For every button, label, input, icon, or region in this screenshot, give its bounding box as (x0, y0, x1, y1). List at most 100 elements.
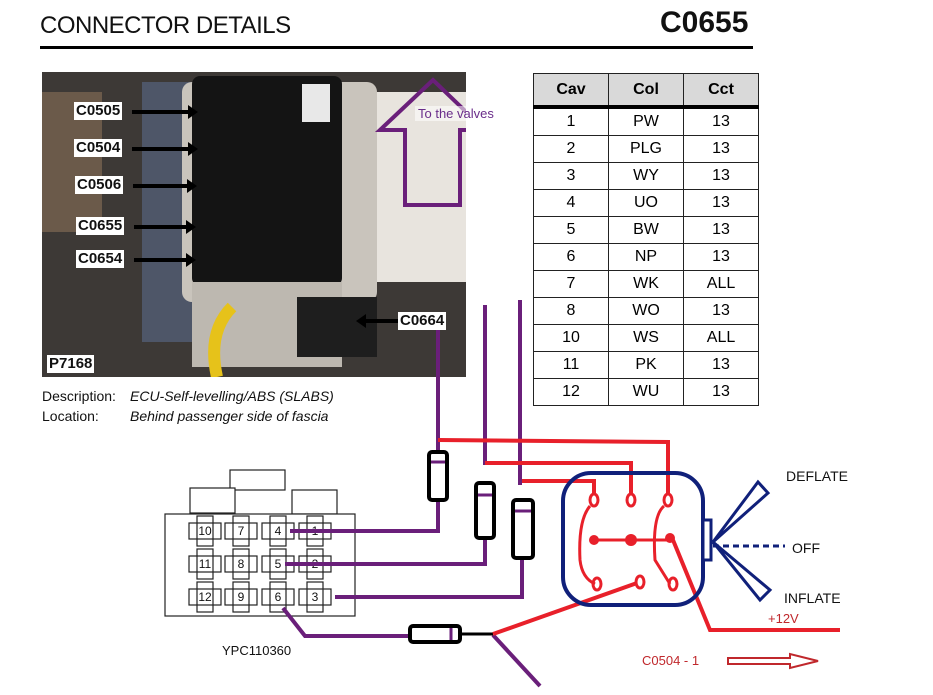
cavity: 8 (224, 548, 258, 580)
cell-cct: 13 (683, 243, 759, 271)
cavity: 10 (188, 515, 222, 547)
cell-cct: 13 (683, 162, 759, 190)
cell-cct: 13 (683, 378, 759, 406)
red-wires (437, 438, 840, 636)
cell-cct: 13 (683, 135, 759, 163)
to-valves-arrow-icon (374, 77, 466, 207)
cell-cct: 13 (683, 189, 759, 217)
supply-label: +12V (768, 611, 799, 626)
cell-cav: 5 (533, 216, 609, 244)
callout-c0506: C0506 (75, 176, 124, 194)
cavity-cross (269, 515, 287, 547)
connector-latch (229, 469, 286, 491)
ecu-photo: C0505 C0504 C0506 C0655 C0654 C0664 P716… (42, 72, 466, 377)
cavity-number: 7 (238, 524, 245, 538)
header-cav: Cav (533, 73, 609, 109)
connector-part-number: YPC110360 (222, 643, 292, 658)
header-col: Col (608, 73, 684, 109)
switch-lever-icon (711, 479, 785, 603)
header-divider (40, 46, 753, 49)
cell-cct: 13 (683, 106, 759, 136)
cavity-cross (232, 548, 250, 580)
cavity: 9 (224, 581, 258, 613)
switch-links (578, 504, 672, 586)
callout-c0504: C0504 (74, 139, 123, 157)
ecu-label (302, 84, 330, 122)
cavity-number: 3 (312, 590, 319, 604)
pin-table-header: Cav Col Cct (533, 73, 759, 109)
cavity: 12 (188, 581, 222, 613)
wire-12v (671, 539, 840, 632)
purple-wires (281, 300, 542, 688)
wire-cav6 (281, 606, 410, 638)
arrow-left-icon (356, 314, 400, 328)
arrow-right-icon (133, 179, 197, 193)
contact (634, 574, 646, 590)
cell-cav: 4 (533, 189, 609, 217)
ecu-housing (192, 76, 342, 286)
connector-tab-right (291, 489, 338, 515)
cell-cav: 6 (533, 243, 609, 271)
cell-cct: 13 (683, 351, 759, 379)
location-label: Location: (42, 408, 99, 424)
cavity-number: 12 (198, 590, 212, 604)
switch-contacts (588, 492, 679, 592)
wire-inflate (522, 479, 596, 498)
cell-col: PK (608, 351, 684, 379)
cell-cav: 10 (533, 324, 609, 352)
cell-col: WU (608, 378, 684, 406)
yellow-conduit (208, 302, 237, 377)
connector-code: C0655 (660, 6, 749, 39)
wire-cav4 (290, 500, 440, 533)
feed-label: C0504 - 1 (642, 653, 700, 668)
callout-c0664: C0664 (398, 312, 447, 330)
switch-position-off: OFF (792, 540, 820, 556)
cell-cav: 7 (533, 270, 609, 298)
cell-col: UO (608, 189, 684, 217)
link (578, 505, 596, 586)
resistor-3 (511, 498, 535, 560)
cavity-number: 11 (199, 557, 212, 571)
cavity-cross (306, 581, 324, 613)
cell-col: PW (608, 106, 684, 136)
arrow-right-icon (132, 105, 198, 119)
link (652, 504, 672, 585)
cavity-number: 9 (238, 590, 245, 604)
switch-position-inflate: INFLATE (784, 590, 841, 606)
cell-col: WS (608, 324, 684, 352)
location-value: Behind passenger side of fascia (130, 408, 329, 424)
cell-col: PLG (608, 135, 684, 163)
contact (588, 492, 600, 508)
wire-ground (491, 633, 542, 688)
cavity-cross (232, 581, 250, 613)
figure-id: P7168 (47, 355, 95, 373)
switch-position-deflate: DEFLATE (786, 468, 848, 484)
resistor-1 (427, 450, 449, 502)
callout-c0655: C0655 (76, 217, 125, 235)
lever-deflate (711, 479, 771, 544)
cavity-number: 10 (198, 524, 212, 538)
cavity-number: 6 (275, 590, 282, 604)
page-title: CONNECTOR DETAILS (40, 12, 291, 39)
cavity-number: 8 (238, 557, 245, 571)
feed-arrow-icon (727, 652, 819, 670)
wire-cav5 (285, 540, 487, 566)
arrow-right-icon (134, 220, 196, 234)
switch (561, 471, 785, 607)
arrow-right-icon (132, 142, 198, 156)
connector-description: Description:ECU-Self-levelling/ABS (SLAB… (42, 386, 334, 426)
to-valves-label: To the valves (415, 106, 497, 121)
cavity-cross (232, 515, 250, 547)
description-label: Description: (42, 388, 116, 404)
connector-tab-left (189, 487, 236, 514)
cavity: 7 (224, 515, 258, 547)
description-row: Description:ECU-Self-levelling/ABS (SLAB… (42, 386, 334, 406)
wire-cav3 (335, 560, 524, 599)
